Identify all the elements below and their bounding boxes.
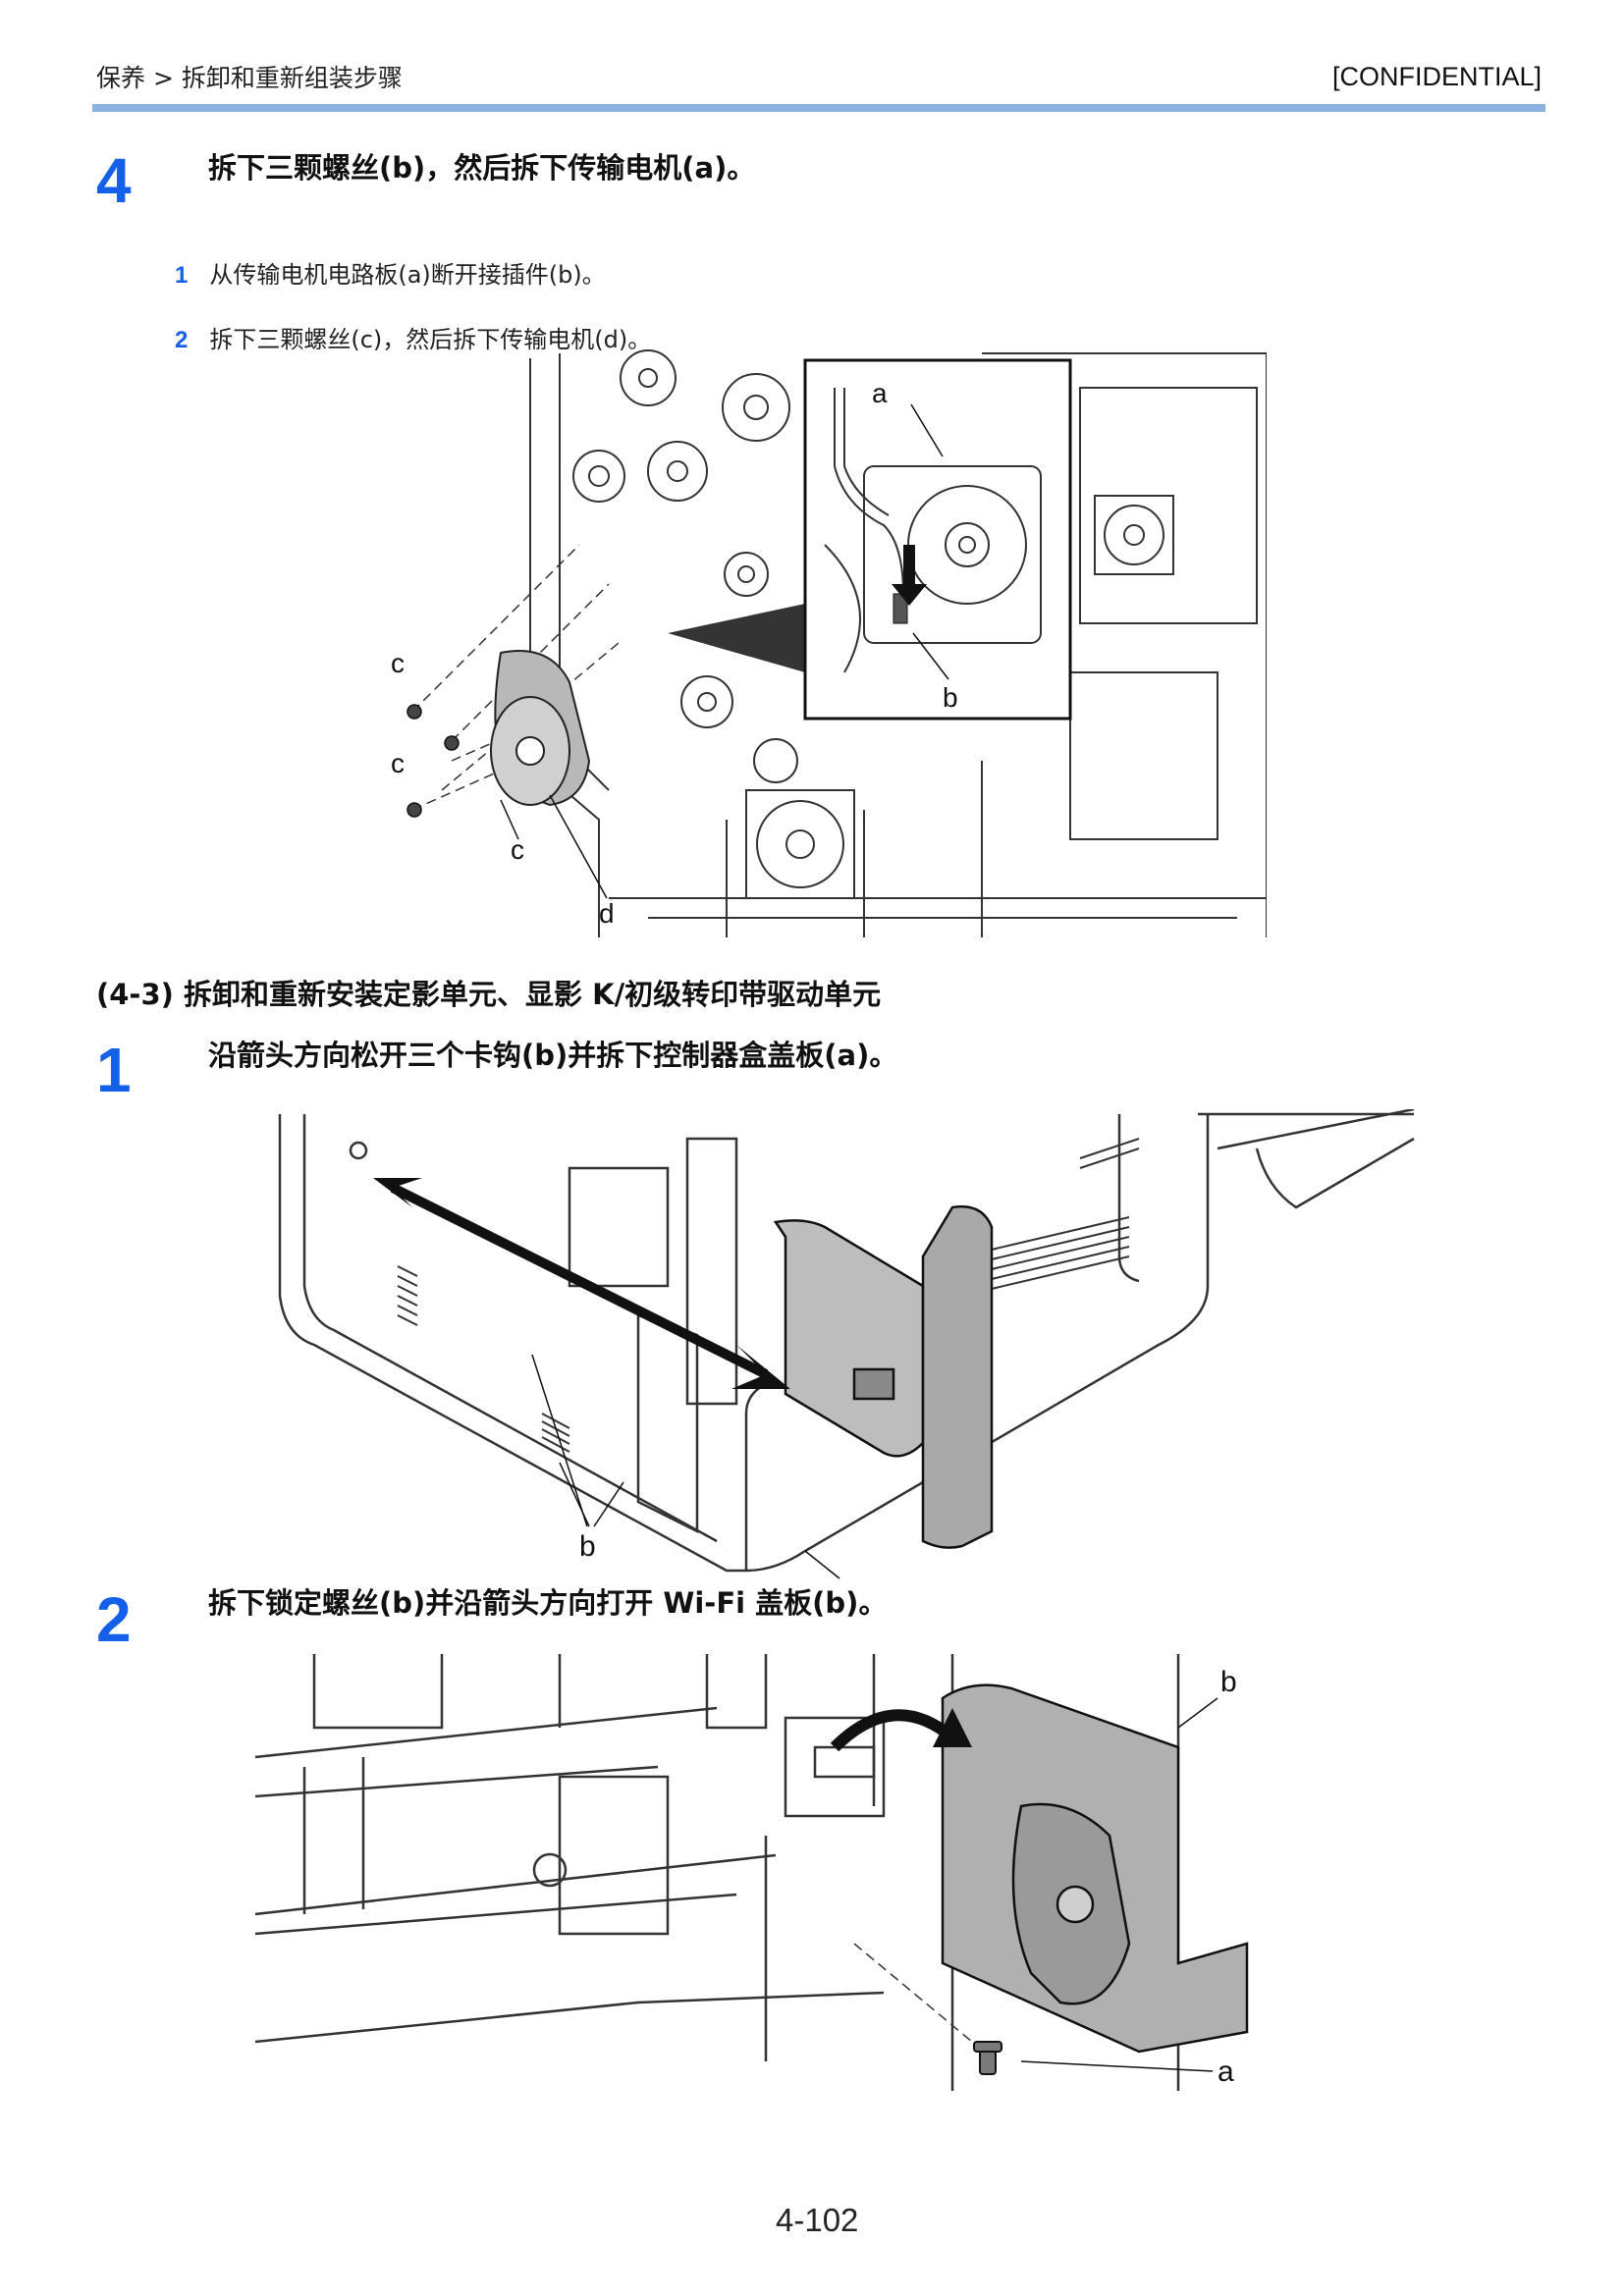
- header-rule: [92, 104, 1545, 112]
- substep-1: 1 从传输电机电路板(a)断开接插件(b)。: [175, 255, 606, 290]
- label-a: a: [872, 378, 888, 408]
- transfer-motor-illustration: a b c c c d: [391, 349, 1267, 937]
- confidential-label: [CONFIDENTIAL]: [1331, 62, 1542, 91]
- step-number: 4: [96, 145, 132, 216]
- label-b: b: [1220, 1666, 1237, 1698]
- step-title: 拆下三颗螺丝(b)，然后拆下传输电机(a)。: [208, 151, 756, 185]
- substep-text: 从传输电机电路板(a)断开接插件(b)。: [209, 261, 606, 289]
- substep-number: 2: [175, 327, 189, 353]
- label-c: c: [511, 834, 524, 865]
- label-a: a: [1218, 2056, 1234, 2088]
- step-number: 1: [96, 1035, 132, 1105]
- wifi-cover-illustration: b a: [254, 1654, 1249, 2091]
- page-number: 4-102: [776, 2202, 859, 2238]
- label-c: c: [391, 648, 405, 678]
- section-heading: (4-3) 拆卸和重新安装定影单元、显影 K/初级转印带驱动单元: [96, 978, 882, 1011]
- label-c: c: [391, 748, 405, 778]
- step-number: 2: [96, 1584, 132, 1655]
- substep-2: 2 拆下三颗螺丝(c)，然后拆下传输电机(d)。: [175, 320, 651, 354]
- label-b: b: [579, 1530, 596, 1563]
- substep-number: 1: [175, 262, 189, 289]
- breadcrumb: 保养 > 拆卸和重新组装步骤: [96, 64, 403, 92]
- substep-text: 拆下三颗螺丝(c)，然后拆下传输电机(d)。: [209, 326, 652, 353]
- label-b: b: [943, 682, 958, 713]
- label-a: a: [830, 1579, 846, 1580]
- step-title: 沿箭头方向松开三个卡钩(b)并拆下控制器盒盖板(a)。: [208, 1039, 898, 1072]
- label-d: d: [599, 898, 615, 929]
- step-title: 拆下锁定螺丝(b)并沿箭头方向打开 Wi-Fi 盖板(b)。: [208, 1586, 888, 1620]
- controller-cover-illustration: b a: [278, 1109, 1415, 1580]
